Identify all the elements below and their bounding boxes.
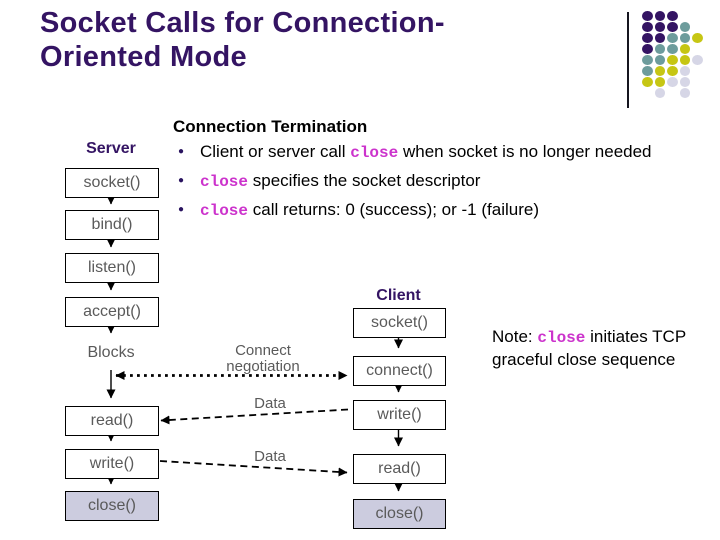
dot-icon xyxy=(642,55,653,65)
content-heading: Connection Termination xyxy=(173,117,368,136)
dot-icon xyxy=(667,11,678,21)
decorative-dots-icon xyxy=(642,11,714,109)
server-box-accept: accept() xyxy=(65,297,159,327)
dot-icon xyxy=(642,33,653,43)
client-box-close: close() xyxy=(353,499,446,529)
server-box-read: read() xyxy=(65,406,159,436)
bullet-text: close call returns: 0 (success); or -1 (… xyxy=(200,199,673,222)
inline-code: close xyxy=(537,329,586,347)
dot-icon xyxy=(642,22,653,32)
dot-icon xyxy=(679,33,690,43)
bullet-text: close specifies the socket descriptor xyxy=(200,170,673,193)
bullet-list: ● Client or server call close when socke… xyxy=(178,141,673,228)
data-label-lower: Data xyxy=(254,448,286,465)
client-box-connect: connect() xyxy=(353,356,446,386)
client-box-socket: socket() xyxy=(353,308,446,338)
bullet-icon: ● xyxy=(178,146,185,157)
page-title: Socket Calls for Connection-Oriented Mod… xyxy=(40,7,445,73)
dot-icon xyxy=(679,88,690,98)
server-box-listen: listen() xyxy=(65,253,159,283)
dot-icon xyxy=(642,66,653,76)
dot-icon xyxy=(692,33,703,43)
bullet-post: call returns: 0 (success); or -1 (failur… xyxy=(248,200,539,219)
server-box-write: write() xyxy=(65,449,159,479)
dot-icon xyxy=(667,44,678,54)
dot-icon xyxy=(654,11,665,21)
server-box-socket: socket() xyxy=(65,168,159,198)
dot-icon xyxy=(667,55,678,65)
dot-icon xyxy=(654,22,665,32)
dot-icon xyxy=(667,66,678,76)
bullet-pre: Client or server call xyxy=(200,142,351,161)
connect-negotiation-label: Connect negotiation xyxy=(226,342,300,375)
server-box-close: close() xyxy=(65,491,159,521)
bullet-item: ● Client or server call close when socke… xyxy=(178,141,673,164)
bullet-post: specifies the socket descriptor xyxy=(248,171,481,190)
inline-code: close xyxy=(200,202,249,220)
dot-icon xyxy=(679,55,690,65)
bullet-item: ● close specifies the socket descriptor xyxy=(178,170,673,193)
note-text: Note: close initiates TCP graceful close… xyxy=(492,326,692,370)
bullet-item: ● close call returns: 0 (success); or -1… xyxy=(178,199,673,222)
note-post: initiates TCP graceful close sequence xyxy=(492,327,686,369)
bullet-icon: ● xyxy=(178,204,185,215)
dot-icon xyxy=(667,33,678,43)
dot-icon xyxy=(654,88,665,98)
dot-icon xyxy=(679,66,690,76)
client-box-read: read() xyxy=(353,454,446,484)
dot-icon xyxy=(654,77,665,87)
dot-icon xyxy=(642,11,653,21)
inline-code: close xyxy=(350,144,399,162)
dot-icon xyxy=(692,55,703,65)
dot-icon xyxy=(642,77,653,87)
dot-icon xyxy=(654,33,665,43)
dot-icon xyxy=(667,77,678,87)
server-box-bind: bind() xyxy=(65,210,159,240)
dot-icon xyxy=(679,22,690,32)
dot-icon xyxy=(679,44,690,54)
dot-icon xyxy=(654,55,665,65)
client-box-write: write() xyxy=(353,400,446,430)
dot-icon xyxy=(654,66,665,76)
bullet-post: when socket is no longer needed xyxy=(398,142,652,161)
bullet-icon: ● xyxy=(178,175,185,186)
note-pre: Note: xyxy=(492,327,538,346)
dot-icon xyxy=(667,22,678,32)
client-column-label: Client xyxy=(376,287,421,304)
divider-line xyxy=(627,12,629,108)
dot-icon xyxy=(654,44,665,54)
server-column-label: Server xyxy=(86,140,136,157)
dot-icon xyxy=(679,77,690,87)
inline-code: close xyxy=(200,173,249,191)
blocks-label: Blocks xyxy=(87,344,135,361)
data-label-upper: Data xyxy=(254,395,286,412)
dot-icon xyxy=(642,44,653,54)
bullet-text: Client or server call close when socket … xyxy=(200,141,673,164)
